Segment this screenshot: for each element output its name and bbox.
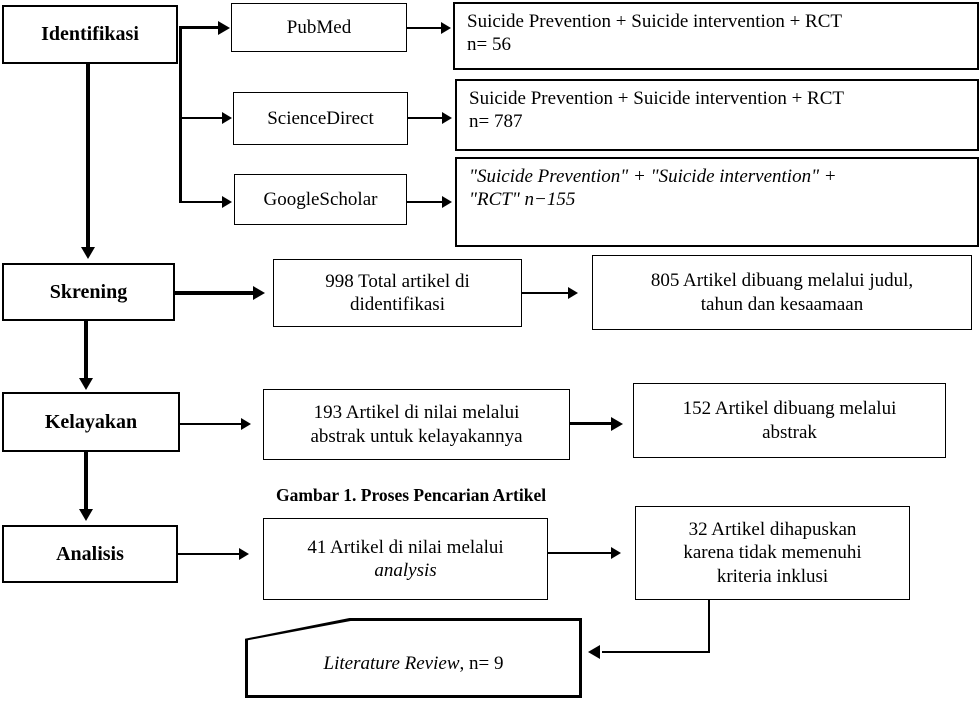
database-label-sciencedirect: ScienceDirect (267, 107, 374, 129)
excluded-abstract-line1: 152 Artikel dibuang melalui (682, 398, 897, 420)
count-box-assessed-analysis: 41 Artikel di nilai melalui analysis (263, 518, 548, 600)
connector-identifikasi-to-pubmed (179, 26, 221, 29)
connector-identifikasi-trunk (179, 27, 182, 203)
arrowhead-excluded-criteria (611, 547, 621, 559)
database-label-googlescholar: GoogleScholar (263, 188, 378, 210)
arrowhead-skrening (81, 247, 95, 259)
exclusion-box-title-year-duplicate: 805 Artikel dibuang melalui judul, tahun… (592, 255, 972, 330)
figure-caption: Gambar 1. Proses Pencarian Artikel (276, 485, 547, 505)
assessed-abstract-line1: 193 Artikel di nilai melalui (313, 402, 520, 424)
connector-identifikasi-to-sciencedirect (180, 117, 224, 119)
result-label-italic: Literature Review (323, 653, 460, 674)
query-sciencedirect-line1: Suicide Prevention + Suicide interventio… (469, 88, 844, 109)
exclusion-box-abstract: 152 Artikel dibuang melalui abstrak (633, 383, 946, 458)
excluded-abstract-line2: abstrak (762, 421, 817, 443)
connector-total-to-excluded-title (522, 292, 570, 294)
database-box-googlescholar: GoogleScholar (234, 174, 407, 225)
result-label-rest: , n= 9 (459, 653, 504, 674)
arrowhead-result (588, 645, 600, 659)
connector-analisis-to-assessed (178, 553, 241, 555)
assessed-analysis-line1: 41 Artikel di nilai melalui (307, 536, 504, 558)
connector-kelayakan-to-analisis (84, 452, 88, 512)
connector-skrening-to-kelayakan (84, 321, 88, 381)
connector-analysis-to-excluded (548, 552, 613, 554)
total-identified-line2: didentifikasi (350, 294, 445, 315)
arrowhead-excluded-title (568, 287, 578, 299)
excluded-criteria-line2: karena tidak memenuhi (683, 542, 862, 564)
excluded-title-line2: tahun dan kesaamaan (700, 293, 864, 315)
query-pubmed-line1: Suicide Prevention + Suicide interventio… (467, 11, 842, 32)
arrowhead-assessed-abstract (241, 418, 251, 430)
total-identified-line1: 998 Total artikel di (325, 270, 470, 292)
query-pubmed-line2: n= 56 (467, 34, 511, 56)
database-label-pubmed: PubMed (286, 16, 352, 38)
connector-identifikasi-to-googlescholar (180, 201, 224, 203)
result-box-inner: Literature Review, n= 9 (248, 621, 579, 695)
excluded-criteria-line1: 32 Artikel dihapuskan (688, 519, 857, 541)
database-box-pubmed: PubMed (231, 3, 407, 52)
excluded-criteria-line3: kriteria inklusi (716, 565, 829, 587)
excluded-title-line1: 805 Artikel dibuang melalui judul, (650, 270, 914, 292)
arrowhead-assessed-analysis (239, 548, 249, 560)
arrowhead-query-googlescholar (442, 196, 452, 208)
connector-assessed-to-excluded-abstract (570, 422, 614, 425)
stage-label-analisis: Analisis (56, 542, 124, 565)
stage-box-analisis: Analisis (2, 525, 178, 583)
query-box-pubmed: Suicide Prevention + Suicide interventio… (453, 2, 979, 70)
connector-googlescholar-to-query (407, 201, 444, 203)
stage-box-skrening: Skrening (2, 263, 175, 321)
stage-label-skrening: Skrening (49, 280, 128, 303)
connector-excluded-criteria-left (602, 651, 710, 653)
count-box-total-identified: 998 Total artikel di didentifikasi (273, 259, 522, 327)
exclusion-box-inclusion-criteria: 32 Artikel dihapuskan karena tidak memen… (635, 506, 910, 600)
arrowhead-analisis (79, 509, 93, 521)
query-googlescholar-line1: "Suicide Prevention" + "Suicide interven… (469, 166, 837, 187)
stage-label-kelayakan: Kelayakan (44, 410, 138, 433)
connector-pubmed-to-query (407, 27, 443, 29)
connector-sciencedirect-to-query (408, 117, 444, 119)
arrowhead-query-sciencedirect (442, 112, 452, 124)
stage-box-identifikasi: Identifikasi (2, 5, 178, 64)
count-box-assessed-abstract: 193 Artikel di nilai melalui abstrak unt… (263, 389, 570, 460)
assessed-abstract-line2: abstrak untuk kelayakannya (310, 425, 523, 447)
stage-box-kelayakan: Kelayakan (2, 392, 180, 452)
query-box-googlescholar: "Suicide Prevention" + "Suicide interven… (455, 157, 979, 247)
connector-kelayakan-to-assessed (180, 423, 243, 425)
arrowhead-excluded-abstract (611, 417, 623, 431)
database-box-sciencedirect: ScienceDirect (233, 92, 408, 145)
query-sciencedirect-line2: n= 787 (469, 111, 523, 133)
connector-skrening-to-total (175, 291, 256, 295)
arrowhead-pubmed (218, 21, 230, 35)
arrowhead-query-pubmed (441, 22, 451, 34)
connector-identifikasi-to-skrening (86, 64, 90, 249)
query-box-sciencedirect: Suicide Prevention + Suicide interventio… (455, 79, 979, 151)
arrowhead-total-articles (253, 286, 265, 300)
arrowhead-googlescholar (222, 196, 232, 208)
assessed-analysis-line2: analysis (374, 560, 437, 581)
result-box-literature-review: Literature Review, n= 9 (245, 618, 582, 698)
arrowhead-kelayakan (79, 378, 93, 390)
arrowhead-sciencedirect (222, 112, 232, 124)
connector-excluded-criteria-down (708, 600, 710, 653)
stage-label-identifikasi: Identifikasi (41, 23, 139, 46)
query-googlescholar-line2: "RCT" n−155 (469, 189, 576, 211)
